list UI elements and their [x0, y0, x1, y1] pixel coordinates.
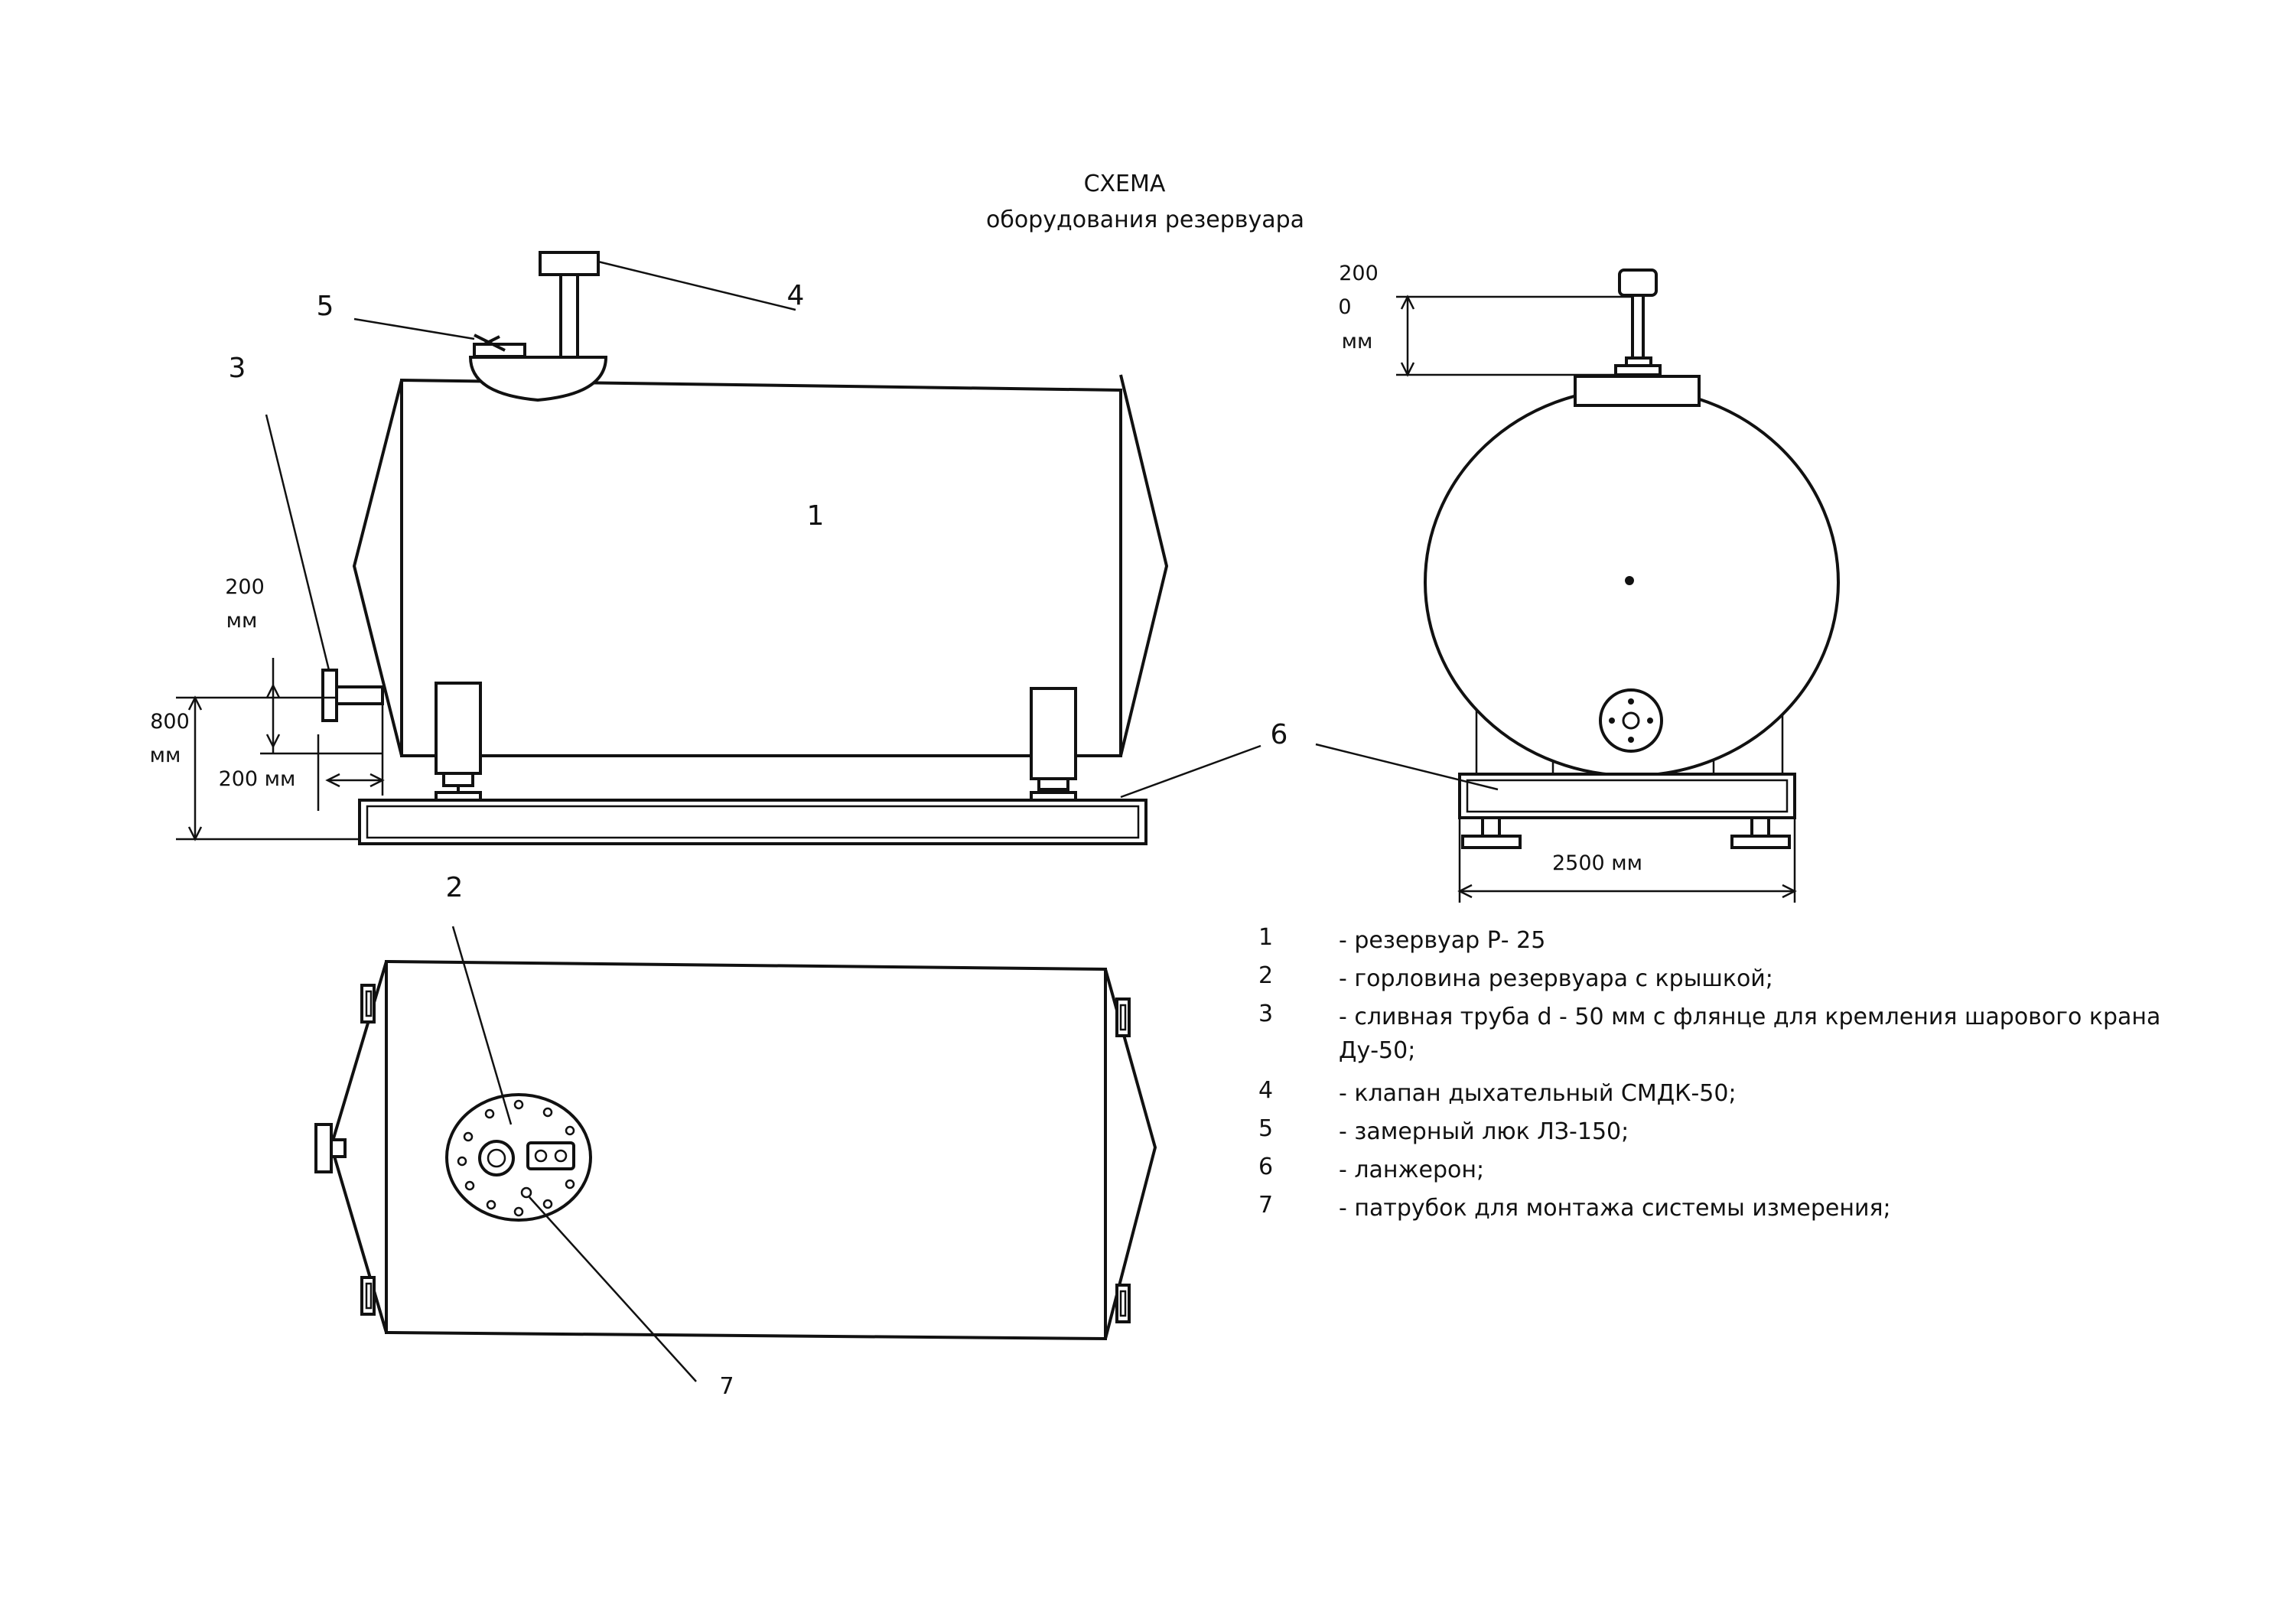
skid-frame-end: [1458, 773, 1796, 849]
dim-valve-height-unit: мм: [1342, 330, 1373, 353]
legend-number: 6: [1258, 1154, 1274, 1180]
legend-number: 7: [1258, 1192, 1274, 1219]
dim-pipe-height-value: 200: [225, 575, 265, 599]
leader-line-2: [451, 926, 513, 1125]
tank-center-mark: [1625, 576, 1634, 585]
leader-line-6-side: [1120, 744, 1261, 799]
drain-pipe-flange: [321, 669, 384, 722]
legend-item: 1 - резервуар Р- 25: [1258, 924, 2176, 962]
manhole-neck-top: [445, 1093, 592, 1222]
top-view: 2 7: [314, 872, 1157, 1400]
breathing-valve: [539, 251, 600, 359]
legend: 1 - резервуар Р- 25 2 - горловина резерв…: [1258, 924, 2176, 1230]
dimension-lines-side: [176, 658, 385, 841]
dim-pipe-height-unit: мм: [226, 609, 258, 633]
dim-total-height-unit: мм: [150, 744, 181, 767]
callout-6: 6: [1271, 719, 1288, 750]
leader-line-7: [529, 1196, 697, 1382]
legend-text: - ланжерон;: [1339, 1157, 1485, 1183]
legend-item: 2 - горловина резервуара с крышкой;: [1258, 962, 2176, 1001]
leader-line-4: [597, 260, 796, 311]
manhole-neck-side: [468, 356, 608, 402]
legend-text: - резервуар Р- 25: [1339, 927, 1546, 954]
legend-number: 2: [1258, 962, 1274, 989]
legend-number: 4: [1258, 1077, 1274, 1104]
drawing-title: СХЕМА: [1084, 171, 1166, 197]
legend-number: 3: [1258, 1001, 1274, 1027]
side-view: 1 3 4 5 200 мм 800 мм 200 мм: [150, 251, 1261, 845]
manhole-neck-end: [1574, 375, 1701, 407]
tank-body-side: [352, 374, 1169, 757]
end-view: 6 200 0 мм 2500 мм: [1271, 262, 1840, 903]
saddle-support-right: [1030, 687, 1077, 802]
legend-number: 1: [1258, 924, 1274, 951]
dimension-lines-end: [1396, 295, 1797, 903]
legend-text: - замерный люк ЛЗ-150;: [1339, 1118, 1629, 1145]
dim-valve-height-line2: 0: [1338, 295, 1351, 319]
callout-7: 7: [719, 1373, 734, 1400]
drain-flange-end: [1599, 688, 1663, 753]
mounting-lugs-top: [360, 984, 1131, 1323]
drawing-subtitle: оборудования резервуара: [986, 207, 1304, 233]
drain-flange-top: [314, 1123, 347, 1173]
leader-line-5: [353, 317, 475, 340]
legend-item: 4 - клапан дыхательный СМДК-50;: [1258, 1077, 2176, 1115]
legend-text: - патрубок для монтажа системы измерения…: [1339, 1195, 1891, 1222]
dim-valve-height-line1: 200: [1339, 262, 1379, 285]
leader-line-3: [265, 414, 330, 671]
legend-text: - сливная труба d - 50 мм с флянце для к…: [1339, 1004, 2161, 1064]
legend-text: - горловина резервуара с крышкой;: [1339, 965, 1773, 992]
legend-item: 7 - патрубок для монтажа системы измерен…: [1258, 1192, 2176, 1230]
dim-total-height-value: 800: [150, 710, 190, 734]
callout-5: 5: [317, 291, 334, 322]
callout-4: 4: [787, 280, 805, 311]
callout-1: 1: [807, 500, 825, 532]
leader-line-6-end: [1315, 743, 1499, 791]
dim-pipe-offset: 200 мм: [219, 767, 296, 791]
legend-number: 5: [1258, 1115, 1274, 1142]
legend-item: 6 - ланжерон;: [1258, 1154, 2176, 1192]
saddle-support-left: [435, 682, 482, 802]
legend-item: 3 - сливная труба d - 50 мм с флянце для…: [1258, 1001, 2176, 1076]
callout-3: 3: [229, 353, 246, 384]
dim-frame-width: 2500 мм: [1552, 851, 1642, 875]
legend-text: - клапан дыхательный СМДК-50;: [1339, 1080, 1737, 1107]
breathing-valve-end: [1614, 268, 1662, 376]
measuring-hatch: [473, 334, 526, 358]
skid-frame-side: [358, 799, 1148, 845]
legend-item: 5 - замерный люк ЛЗ-150;: [1258, 1115, 2176, 1154]
callout-2: 2: [446, 872, 464, 903]
